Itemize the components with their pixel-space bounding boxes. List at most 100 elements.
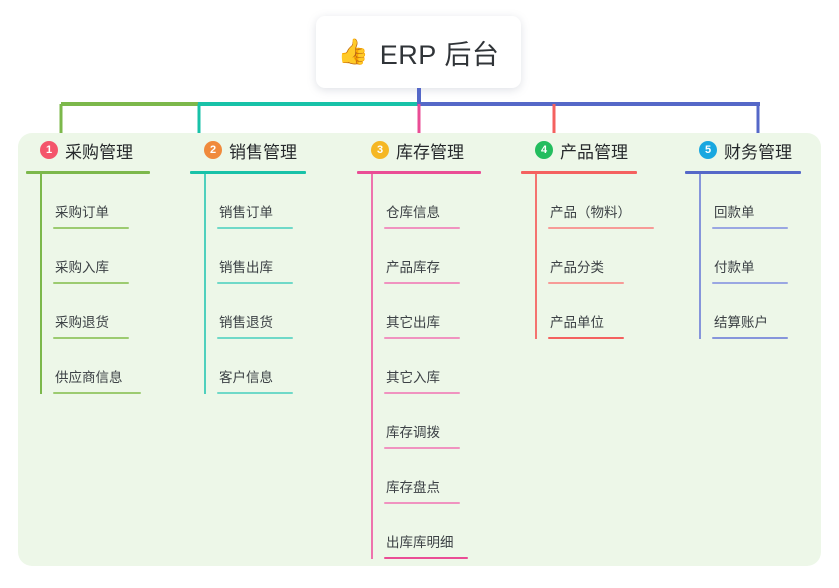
branch-column-2: 2 销售管理 销售订单 销售出库 销售退货 客户信息 xyxy=(186,133,328,394)
branch-header-3[interactable]: 3 库存管理 xyxy=(353,133,503,167)
branch-badge-4: 4 xyxy=(535,141,553,159)
leaf-rule xyxy=(384,337,460,339)
leaf-label: 采购入库 xyxy=(55,260,109,275)
leaf-rule xyxy=(712,282,788,284)
branch-spine-4 xyxy=(535,174,537,339)
leaf-rule xyxy=(384,447,460,449)
leaf-rule xyxy=(384,282,460,284)
branch-header-1[interactable]: 1 采购管理 xyxy=(22,133,172,167)
branch-title-4: 产品管理 xyxy=(560,142,628,162)
leaf-label: 库存盘点 xyxy=(386,480,440,495)
branch-rule-5 xyxy=(685,171,801,174)
leaf-label: 产品（物料） xyxy=(550,205,631,220)
root-node[interactable]: 👍 ERP 后台 xyxy=(316,16,521,88)
leaf-rule xyxy=(384,557,468,559)
leaf-node[interactable]: 客户信息 xyxy=(186,339,328,394)
branch-header-2[interactable]: 2 销售管理 xyxy=(186,133,328,167)
leaf-label: 客户信息 xyxy=(219,370,273,385)
leaf-node[interactable]: 采购入库 xyxy=(22,229,172,284)
leaf-label: 产品库存 xyxy=(386,260,440,275)
leaf-label: 其它出库 xyxy=(386,315,440,330)
branch-title-1: 采购管理 xyxy=(65,142,133,162)
leaf-node[interactable]: 仓库信息 xyxy=(353,174,503,229)
leaf-node[interactable]: 采购退货 xyxy=(22,284,172,339)
leaf-label: 回款单 xyxy=(714,205,755,220)
branch-column-5: 5 财务管理 回款单 付款单 结算账户 xyxy=(681,133,821,339)
leaf-node[interactable]: 结算账户 xyxy=(681,284,821,339)
leaf-rule xyxy=(548,282,624,284)
branch-leaves-3: 仓库信息 产品库存 其它出库 其它入库 库存调拨 xyxy=(353,174,503,559)
branch-rule-4 xyxy=(521,171,637,174)
leaf-node[interactable]: 其它入库 xyxy=(353,339,503,394)
leaf-rule xyxy=(53,282,129,284)
leaf-label: 供应商信息 xyxy=(55,370,123,385)
branch-spine-2 xyxy=(204,174,206,394)
branch-spine-5 xyxy=(699,174,701,339)
leaf-node[interactable]: 库存调拨 xyxy=(353,394,503,449)
leaf-node[interactable]: 出库库明细 xyxy=(353,504,503,559)
branch-column-4: 4 产品管理 产品（物料） 产品分类 产品单位 xyxy=(517,133,669,339)
leaf-node[interactable]: 产品分类 xyxy=(517,229,669,284)
leaf-label: 仓库信息 xyxy=(386,205,440,220)
branch-column-1: 1 采购管理 采购订单 采购入库 采购退货 供应商信 xyxy=(22,133,172,394)
leaf-node[interactable]: 其它出库 xyxy=(353,284,503,339)
leaf-label: 销售退货 xyxy=(219,315,273,330)
leaf-rule xyxy=(384,502,460,504)
leaf-node[interactable]: 采购订单 xyxy=(22,174,172,229)
branch-leaves-2: 销售订单 销售出库 销售退货 客户信息 xyxy=(186,174,328,394)
branch-badge-3: 3 xyxy=(371,141,389,159)
thumbs-up-icon: 👍 xyxy=(337,37,369,66)
leaf-label: 销售出库 xyxy=(219,260,273,275)
leaf-rule xyxy=(217,282,293,284)
branch-badge-1: 1 xyxy=(40,141,58,159)
leaf-label: 产品单位 xyxy=(550,315,604,330)
leaf-node[interactable]: 回款单 xyxy=(681,174,821,229)
leaf-rule xyxy=(53,227,129,229)
leaf-label: 出库库明细 xyxy=(386,535,454,550)
leaf-rule xyxy=(217,392,293,394)
leaf-rule xyxy=(217,227,293,229)
leaf-node[interactable]: 销售退货 xyxy=(186,284,328,339)
branch-rule-2 xyxy=(190,171,306,174)
leaf-label: 采购退货 xyxy=(55,315,109,330)
branch-spine-3 xyxy=(371,174,373,559)
leaf-label: 销售订单 xyxy=(219,205,273,220)
branch-rule-1 xyxy=(26,171,150,174)
branch-rule-3 xyxy=(357,171,481,174)
branch-title-3: 库存管理 xyxy=(396,142,464,162)
branch-leaves-1: 采购订单 采购入库 采购退货 供应商信息 xyxy=(22,174,172,394)
leaf-label: 采购订单 xyxy=(55,205,109,220)
branch-leaves-5: 回款单 付款单 结算账户 xyxy=(681,174,821,339)
leaf-node[interactable]: 产品单位 xyxy=(517,284,669,339)
branch-spine-1 xyxy=(40,174,42,394)
branch-badge-5: 5 xyxy=(699,141,717,159)
leaf-node[interactable]: 销售订单 xyxy=(186,174,328,229)
leaf-label: 产品分类 xyxy=(550,260,604,275)
branch-title-2: 销售管理 xyxy=(229,142,297,162)
leaf-rule xyxy=(217,337,293,339)
branch-badge-2: 2 xyxy=(204,141,222,159)
leaf-rule xyxy=(384,227,460,229)
leaf-node[interactable]: 产品库存 xyxy=(353,229,503,284)
branch-column-3: 3 库存管理 仓库信息 产品库存 其它出库 其它入库 xyxy=(353,133,503,559)
leaf-rule xyxy=(53,337,129,339)
branch-header-4[interactable]: 4 产品管理 xyxy=(517,133,669,167)
leaf-rule xyxy=(712,337,788,339)
leaf-rule xyxy=(548,337,624,339)
root-node-label: ERP 后台 xyxy=(379,39,500,70)
leaf-label: 付款单 xyxy=(714,260,755,275)
leaf-node[interactable]: 产品（物料） xyxy=(517,174,669,229)
leaf-label: 库存调拨 xyxy=(386,425,440,440)
leaf-rule xyxy=(384,392,460,394)
leaf-rule xyxy=(712,227,788,229)
leaf-label: 其它入库 xyxy=(386,370,440,385)
mindmap-panel: 1 采购管理 采购订单 采购入库 采购退货 供应商信 xyxy=(18,133,821,566)
leaf-node[interactable]: 供应商信息 xyxy=(22,339,172,394)
leaf-node[interactable]: 付款单 xyxy=(681,229,821,284)
leaf-rule xyxy=(53,392,141,394)
leaf-node[interactable]: 销售出库 xyxy=(186,229,328,284)
leaf-node[interactable]: 库存盘点 xyxy=(353,449,503,504)
branch-title-5: 财务管理 xyxy=(724,142,792,162)
branch-header-5[interactable]: 5 财务管理 xyxy=(681,133,821,167)
